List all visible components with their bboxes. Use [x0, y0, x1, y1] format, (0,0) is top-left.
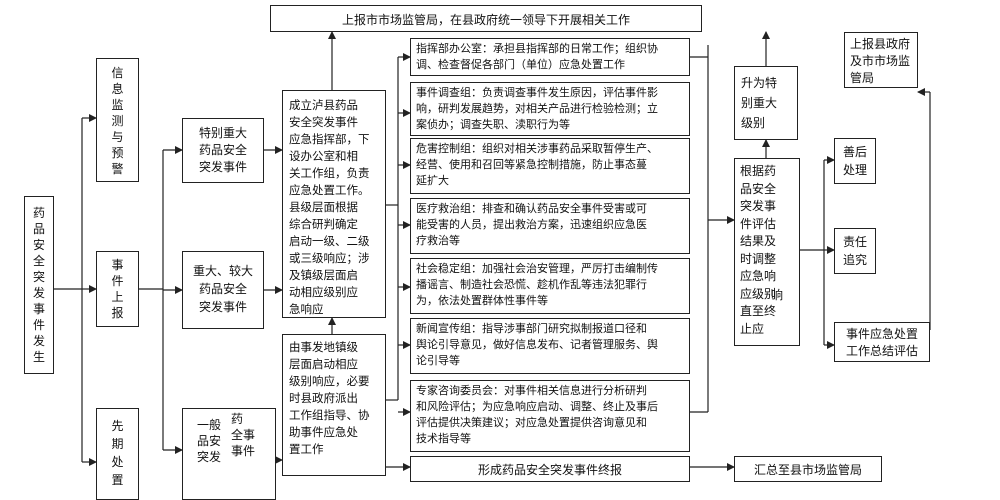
command-setup-box: 成立泸县药品 安全突发事件 应急指挥部，下 设办公室和相 关工作组，负责 应急处…: [282, 90, 386, 318]
grade23-event-box: 重大、较大 药品安全 突发事件: [182, 251, 264, 329]
command-office-text: 指挥部办公室：承担县指挥部的日常工作；组织协 调、检查督促各部门（单位）应急处置…: [416, 42, 658, 71]
top-report-box: 上报市市场监管局，在县政府统一领导下开展相关工作: [270, 5, 702, 32]
general-event-text: 一般 品安 突发: [197, 418, 222, 464]
report-up-text: 上报县政府 及市市场监 管局: [850, 37, 911, 85]
medical-rescue-text: 医疗救治组：排查和确认药品安全事件受害或可 能受害的人员，提出救治方案，迅速组织…: [416, 202, 647, 247]
summary-to-bureau-text: 汇总至县市场监管局: [753, 463, 862, 477]
summary-eval-box: 事件应急处置 工作总结评估: [834, 322, 930, 362]
aftermath-text: 善后 处理: [842, 145, 867, 177]
event-report-text: 事 件 上 报: [111, 258, 124, 320]
upgrade-text: 升为特 别重大 级别: [741, 76, 778, 130]
upgrade-box: 升为特 别重大 级别: [734, 66, 798, 140]
final-report-box: 形成药品安全突发事件终报: [410, 456, 690, 482]
initial-disposal-box: 先 期 处 置: [96, 408, 139, 500]
social-stability-box: 社会稳定组：加强社会治安管理，严厉打击编制传 播谣言、制造社会恐慌、趁机作乱等违…: [410, 258, 690, 314]
top-report-text: 上报市市场监管局，在县政府统一领导下开展相关工作: [341, 13, 630, 27]
aftermath-box: 善后 处理: [834, 138, 876, 184]
general-event-box: 一般 品安 突发 药 全事 事件: [182, 408, 276, 500]
assessment-text: 根据药 品安全 突发事 件评估 结果及 时调整 应急响 应级别 直至终 止应: [740, 164, 777, 336]
town-response-text: 由事发地镇级 层面启动相应 级别响应，必要 时县政府派出 工作组指导、协 助事件…: [289, 340, 370, 456]
command-office-box: 指挥部办公室：承担县指挥部的日常工作；组织协 调、检查督促各部门（单位）应急处置…: [410, 38, 690, 76]
event-occurs-box: 药 品 安 全 突 发 事 件 发 生: [24, 196, 54, 374]
grade1-event-box: 特别重大 药品安全 突发事件: [182, 118, 264, 183]
accountability-box: 责任 追究: [834, 228, 876, 274]
medical-rescue-box: 医疗救治组：排查和确认药品安全事件受害或可 能受害的人员，提出救治方案，迅速组织…: [410, 198, 690, 254]
summary-to-bureau-box: 汇总至县市场监管局: [734, 456, 882, 482]
command-setup-text: 成立泸县药品 安全突发事件 应急指挥部，下 设办公室和相 关工作组，负责 应急处…: [289, 98, 370, 316]
initial-disposal-text: 先 期 处 置: [111, 419, 124, 487]
accountability-text: 责任 追究: [842, 235, 867, 267]
general-event-text-right: 药 全事 事件: [231, 412, 256, 458]
monitoring-warning-box: 信 息 监 测 与 预 警: [96, 58, 139, 182]
report-up-box: 上报县政府 及市市场监 管局: [844, 32, 918, 88]
social-stability-text: 社会稳定组：加强社会治安管理，严厉打击编制传 播谣言、制造社会恐慌、趁机作乱等违…: [416, 262, 658, 307]
final-report-text: 形成药品安全突发事件终报: [477, 463, 622, 477]
news-publicity-box: 新闻宣传组：指导涉事部门研究拟制报道口径和 舆论引导意见，做好信息发布、记者管理…: [410, 318, 690, 374]
hazard-control-box: 危害控制组：组织对相关涉事药品采取暂停生产、 经营、使用和召回等紧急控制措施，防…: [410, 138, 690, 194]
hazard-control-text: 危害控制组：组织对相关涉事药品采取暂停生产、 经营、使用和召回等紧急控制措施，防…: [416, 142, 658, 187]
grade1-event-text: 特别重大 药品安全 突发事件: [198, 126, 247, 174]
expert-committee-text: 专家咨询委员会：对事件相关信息进行分析研判 和风险评估；为应急响应启动、调整、终…: [416, 384, 658, 445]
assessment-box: 根据药 品安全 突发事 件评估 结果及 时调整 应急响 应级别 直至终 止应 响: [734, 158, 800, 346]
summary-eval-text: 事件应急处置 工作总结评估: [845, 327, 918, 358]
monitoring-warning-text: 信 息 监 测 与 预 警: [111, 66, 124, 176]
investigation-group-text: 事件调查组：负责调查事件发生原因，评估事件影 响，研判发展趋势，对相关产品进行检…: [416, 86, 658, 131]
town-response-box: 由事发地镇级 层面启动相应 级别响应，必要 时县政府派出 工作组指导、协 助事件…: [282, 334, 386, 476]
investigation-group-box: 事件调查组：负责调查事件发生原因，评估事件影 响，研判发展趋势，对相关产品进行检…: [410, 82, 690, 136]
grade23-event-text: 重大、较大 药品安全 突发事件: [192, 264, 253, 314]
assessment-extra-text: 响: [771, 288, 784, 302]
event-occurs-text: 药 品 安 全 突 发 事 件 发 生: [32, 206, 45, 364]
news-publicity-text: 新闻宣传组：指导涉事部门研究拟制报道口径和 舆论引导意见，做好信息发布、记者管理…: [416, 322, 658, 367]
event-report-box: 事 件 上 报: [96, 251, 139, 327]
expert-committee-box: 专家咨询委员会：对事件相关信息进行分析研判 和风险评估；为应急响应启动、调整、终…: [410, 380, 690, 452]
